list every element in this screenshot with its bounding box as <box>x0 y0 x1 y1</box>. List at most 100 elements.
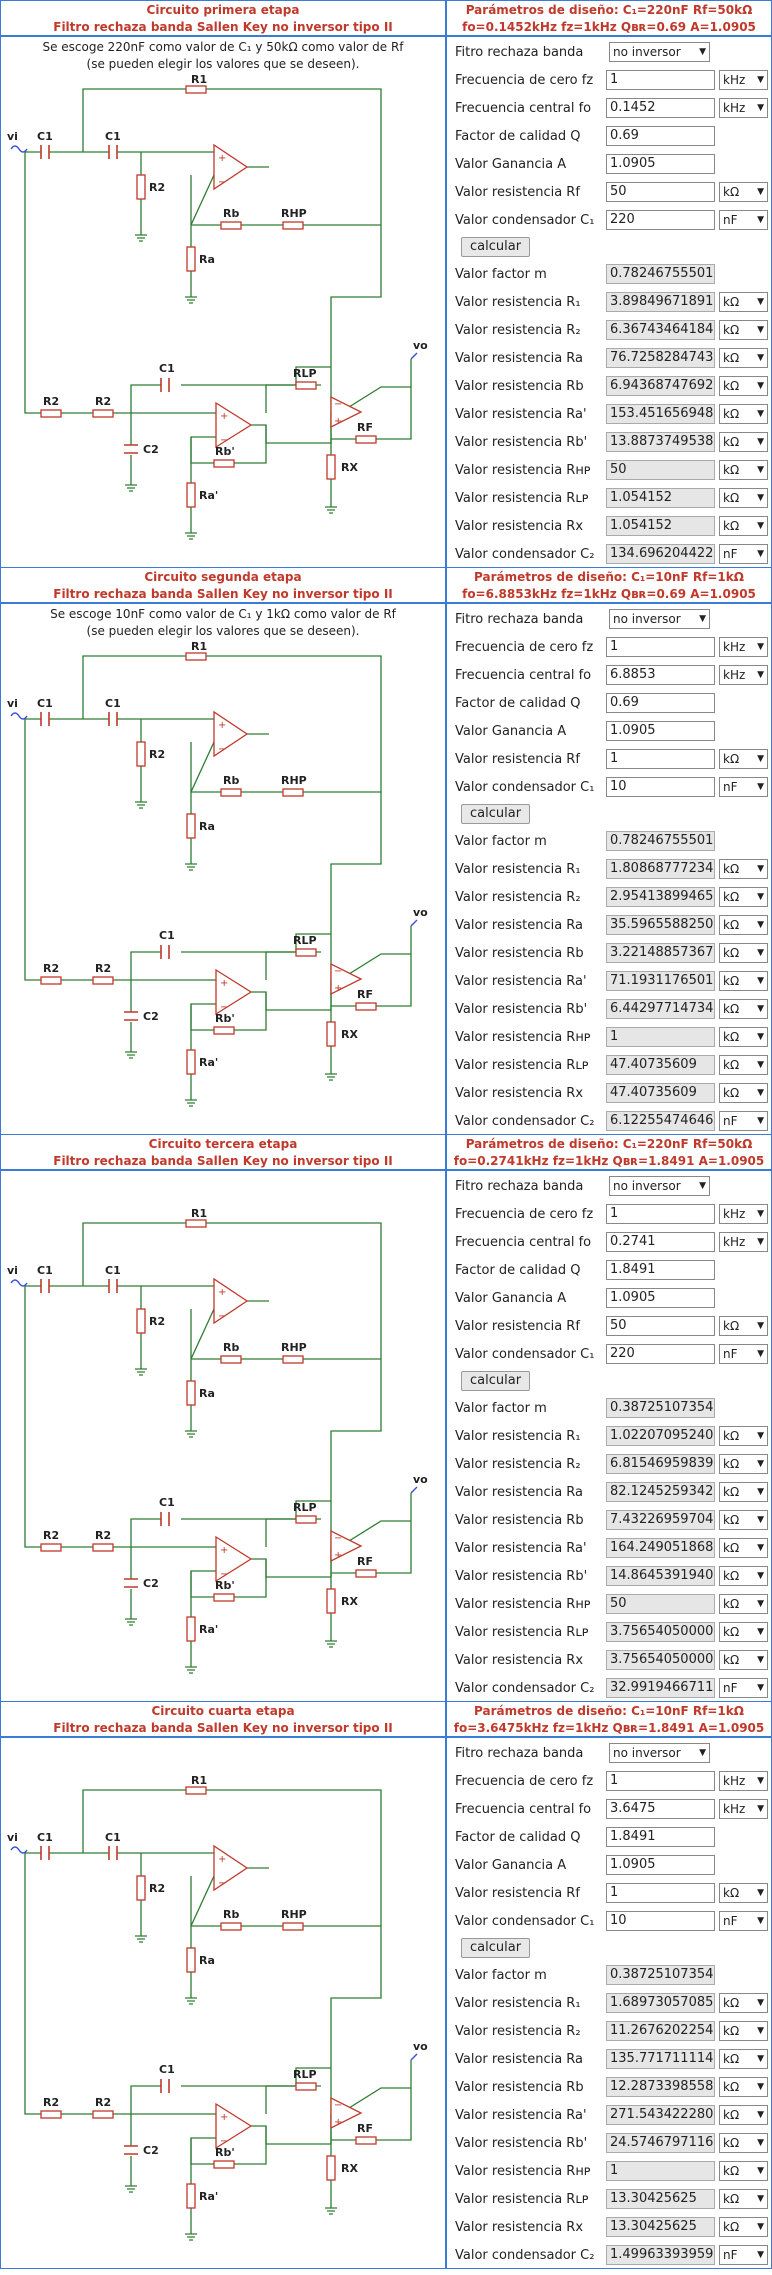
rb2-unit-select[interactable]: kΩ▼ <box>719 1566 768 1586</box>
filter-type-select[interactable]: no inversor▼ <box>609 42 710 62</box>
rhp-unit-select[interactable]: kΩ▼ <box>719 460 768 480</box>
rlp-unit-select[interactable]: kΩ▼ <box>719 488 768 508</box>
ra-unit-select[interactable]: kΩ▼ <box>719 1482 768 1502</box>
c1-input[interactable]: 10 <box>606 1911 715 1931</box>
rf-unit-select[interactable]: kΩ▼ <box>719 182 768 202</box>
r1-unit-select[interactable]: kΩ▼ <box>719 1426 768 1446</box>
params-line2: fo=0.1452kHz fz=1kHz Qʙʀ=0.69 A=1.0905 <box>462 20 756 34</box>
rb-unit-select[interactable]: kΩ▼ <box>719 1510 768 1530</box>
rhp-unit-select[interactable]: kΩ▼ <box>719 1594 768 1614</box>
f-center-input[interactable]: 0.1452 <box>606 98 715 118</box>
rlp-output: 3.756540500000 <box>606 1622 715 1642</box>
rb2-unit-select[interactable]: kΩ▼ <box>719 432 768 452</box>
f-zero-input[interactable]: 1 <box>606 70 715 90</box>
gain-input[interactable]: 1.0905 <box>606 1288 715 1308</box>
r2-unit-select[interactable]: kΩ▼ <box>719 2021 768 2041</box>
f-center-unit-select[interactable]: kHz▼ <box>719 1799 768 1819</box>
rb-unit-select[interactable]: kΩ▼ <box>719 943 768 963</box>
rx-unit-select[interactable]: kΩ▼ <box>719 516 768 536</box>
vo-node-icon <box>410 919 418 927</box>
calculate-button[interactable]: calcular <box>461 1938 531 1958</box>
f-center-input[interactable]: 0.2741 <box>606 1232 715 1252</box>
q-input[interactable]: 1.8491 <box>606 1260 715 1280</box>
rx-unit-select[interactable]: kΩ▼ <box>719 1650 768 1670</box>
c1-unit-select[interactable]: nF▼ <box>719 1911 768 1931</box>
r2-unit-select[interactable]: kΩ▼ <box>719 887 768 907</box>
f-center-unit-select[interactable]: kHz▼ <box>719 1232 768 1252</box>
rx-unit-select[interactable]: kΩ▼ <box>719 2217 768 2237</box>
q-input[interactable]: 0.69 <box>606 693 715 713</box>
f-center-input[interactable]: 3.6475 <box>606 1799 715 1819</box>
f-center-unit-select[interactable]: kHz▼ <box>719 98 768 118</box>
calculate-button[interactable]: calcular <box>461 237 531 257</box>
ra2-unit-select[interactable]: kΩ▼ <box>719 404 768 424</box>
ra-unit-select[interactable]: kΩ▼ <box>719 915 768 935</box>
c2-unit-select[interactable]: nF▼ <box>719 2245 768 2265</box>
rx-label: Valor resistencia Rx <box>455 2220 584 2235</box>
f-center-input[interactable]: 6.8853 <box>606 665 715 685</box>
rf-input[interactable]: 1 <box>606 749 715 769</box>
resistor-ra <box>186 813 196 839</box>
c1-unit-select[interactable]: nF▼ <box>719 210 768 230</box>
rb-unit-select[interactable]: kΩ▼ <box>719 376 768 396</box>
rx-unit-select[interactable]: kΩ▼ <box>719 1083 768 1103</box>
rhp-unit-select[interactable]: kΩ▼ <box>719 1027 768 1047</box>
rf-input[interactable]: 50 <box>606 1316 715 1336</box>
rf-input[interactable]: 50 <box>606 182 715 202</box>
c1-input[interactable]: 220 <box>606 210 715 230</box>
rb-unit-select[interactable]: kΩ▼ <box>719 2077 768 2097</box>
q-input[interactable]: 1.8491 <box>606 1827 715 1847</box>
r1-unit-select[interactable]: kΩ▼ <box>719 859 768 879</box>
ra2-unit-select[interactable]: kΩ▼ <box>719 2105 768 2125</box>
row-rf: Valor resistencia Rf 50 kΩ▼ <box>455 181 771 205</box>
rlp-unit-select[interactable]: kΩ▼ <box>719 2189 768 2209</box>
r2-unit-select[interactable]: kΩ▼ <box>719 1454 768 1474</box>
c1-input[interactable]: 10 <box>606 777 715 797</box>
f-zero-unit-select[interactable]: kHz▼ <box>719 1204 768 1224</box>
f-zero-input[interactable]: 1 <box>606 637 715 657</box>
c2-unit-select[interactable]: nF▼ <box>719 544 768 564</box>
gain-input[interactable]: 1.0905 <box>606 1855 715 1875</box>
chevron-down-icon: ▼ <box>757 2222 764 2232</box>
resistor-rlp <box>295 381 317 390</box>
f-zero-input[interactable]: 1 <box>606 1771 715 1791</box>
calculate-button[interactable]: calcular <box>461 804 531 824</box>
rf-unit-select[interactable]: kΩ▼ <box>719 1883 768 1903</box>
gain-input[interactable]: 1.0905 <box>606 721 715 741</box>
ra2-unit-select[interactable]: kΩ▼ <box>719 971 768 991</box>
rf-input[interactable]: 1 <box>606 1883 715 1903</box>
r1-unit-select[interactable]: kΩ▼ <box>719 1993 768 2013</box>
f-center-unit-select[interactable]: kHz▼ <box>719 665 768 685</box>
rlp-unit-select[interactable]: kΩ▼ <box>719 1055 768 1075</box>
q-input[interactable]: 0.69 <box>606 126 715 146</box>
f-zero-unit-select[interactable]: kHz▼ <box>719 70 768 90</box>
c1-input[interactable]: 220 <box>606 1344 715 1364</box>
gain-input[interactable]: 1.0905 <box>606 154 715 174</box>
c2-unit-select[interactable]: nF▼ <box>719 1678 768 1698</box>
row-m: Valor factor m 0.38725107354 <box>455 1964 771 1988</box>
rlp-unit-select[interactable]: kΩ▼ <box>719 1622 768 1642</box>
rb2-unit-select[interactable]: kΩ▼ <box>719 2133 768 2153</box>
f-zero-unit-select[interactable]: kHz▼ <box>719 637 768 657</box>
rb2-unit-select[interactable]: kΩ▼ <box>719 999 768 1019</box>
filter-type-select[interactable]: no inversor▼ <box>609 609 710 629</box>
opamp-3 <box>330 962 363 996</box>
r1-unit-select[interactable]: kΩ▼ <box>719 292 768 312</box>
filter-type-select[interactable]: no inversor▼ <box>609 1743 710 1763</box>
calculate-button[interactable]: calcular <box>461 1371 531 1391</box>
r2-label: Valor resistencia R₂ <box>455 323 581 338</box>
rf-unit-select[interactable]: kΩ▼ <box>719 749 768 769</box>
c2-unit-select[interactable]: nF▼ <box>719 1111 768 1131</box>
rf-unit-select[interactable]: kΩ▼ <box>719 1316 768 1336</box>
resistor-ra2 <box>186 1049 196 1075</box>
f-zero-input[interactable]: 1 <box>606 1204 715 1224</box>
c1-unit-select[interactable]: nF▼ <box>719 777 768 797</box>
c1-unit-select[interactable]: nF▼ <box>719 1344 768 1364</box>
ra2-unit-select[interactable]: kΩ▼ <box>719 1538 768 1558</box>
ra-unit-select[interactable]: kΩ▼ <box>719 348 768 368</box>
f-zero-unit-select[interactable]: kHz▼ <box>719 1771 768 1791</box>
filter-type-select[interactable]: no inversor▼ <box>609 1176 710 1196</box>
ra-unit-select[interactable]: kΩ▼ <box>719 2049 768 2069</box>
rhp-unit-select[interactable]: kΩ▼ <box>719 2161 768 2181</box>
r2-unit-select[interactable]: kΩ▼ <box>719 320 768 340</box>
